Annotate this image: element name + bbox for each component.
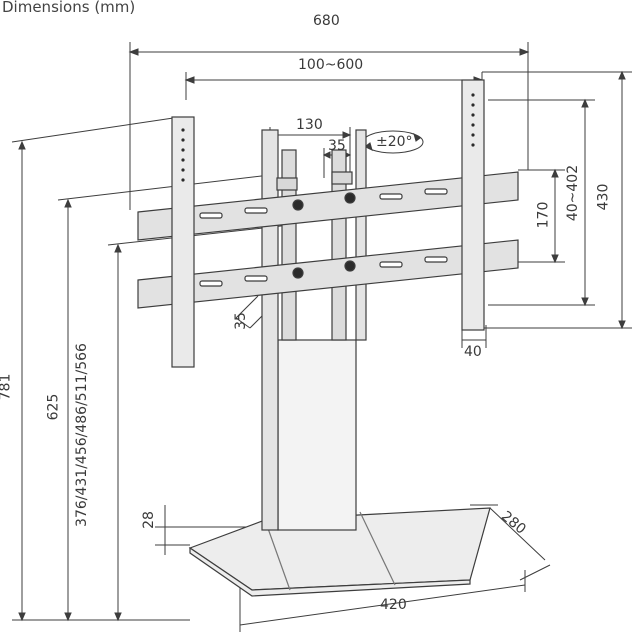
label-top-height: 625 [45,393,62,421]
label-height-positions: 376/431/456/486/511/566 [73,343,90,527]
label-base-width: 420 [380,597,407,613]
dim-base-width [239,570,526,632]
label-arm-height: 430 [595,183,612,211]
dim-top-height [57,174,271,622]
label-total-height: 781 [0,373,14,401]
diagram-title: Dimensions (mm) [2,0,136,16]
dim-arm-height [482,70,632,330]
dim-total-height [11,116,190,622]
label-base-thickness: 28 [140,511,157,529]
label-column-width: 130 [296,117,323,133]
dim-vertical-adjust [488,98,595,307]
label-tilt-depth: 35 [232,312,249,330]
dim-vesa-range [184,72,484,100]
dim-overall-width [128,42,530,210]
mount-bracket [137,79,519,368]
label-overall-width: 680 [313,13,340,29]
label-pivot-offset: 35 [328,138,346,154]
label-swivel: ±20° [376,134,413,150]
label-vesa-range: 100~600 [298,57,364,73]
dim-height-positions [107,224,291,622]
label-bracket-spacing: 170 [535,201,552,229]
label-arm-width: 40 [464,344,482,360]
dim-bracket-spacing [518,168,565,264]
label-vertical-adjust: 40~402 [565,164,582,222]
